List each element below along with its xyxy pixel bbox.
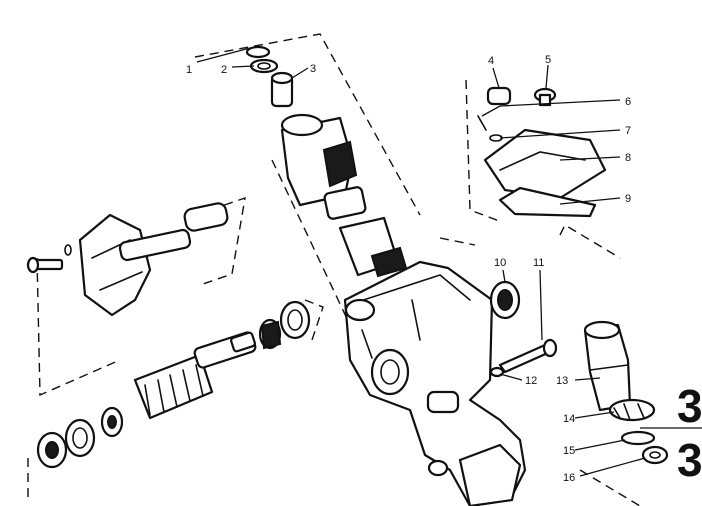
callout-16: 16 — [563, 472, 575, 484]
callout-1: 1 — [186, 64, 192, 76]
callout-3: 3 — [310, 63, 316, 75]
seal-bolt-group — [489, 280, 558, 378]
callout-14: 14 — [563, 413, 575, 425]
leader-lines — [196, 47, 702, 477]
cover-plate-group — [477, 86, 607, 218]
callout-10: 10 — [494, 257, 506, 269]
worm-shaft-assembly — [36, 300, 311, 469]
callout-2: 2 — [221, 64, 227, 76]
sheet-marker: 3 3 — [677, 380, 702, 486]
callout-15: 15 — [563, 445, 575, 457]
callout-13: 13 — [556, 375, 568, 387]
sheet-marker-bottom: 3 — [677, 434, 702, 486]
callout-6: 6 — [625, 96, 631, 108]
callout-9: 9 — [625, 193, 631, 205]
callout-12: 12 — [525, 375, 537, 387]
callout-11: 11 — [533, 257, 544, 269]
steering-gear-housing — [343, 260, 527, 506]
callout-8: 8 — [625, 152, 631, 164]
callout-7: 7 — [625, 125, 631, 137]
sheet-marker-top: 3 — [677, 380, 702, 432]
callout-4: 4 — [488, 55, 494, 67]
callout-5: 5 — [545, 54, 551, 66]
callout-labels: 1 2 3 4 5 6 7 8 9 10 11 12 13 14 15 16 — [186, 54, 631, 484]
top-washer-assembly — [245, 45, 294, 108]
sector-shaft-column — [280, 113, 408, 278]
flange-shaft-assembly — [26, 202, 229, 317]
sector-shaft-bearing-group — [583, 320, 669, 465]
